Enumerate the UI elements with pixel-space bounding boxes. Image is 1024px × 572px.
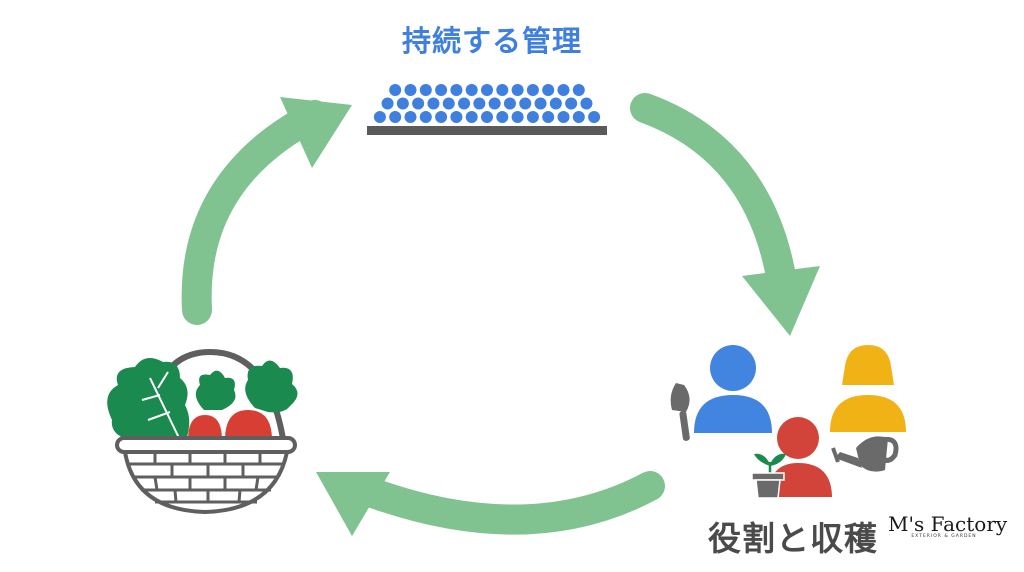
dot — [481, 111, 493, 123]
dot — [580, 97, 593, 110]
dot — [534, 97, 547, 110]
people-group-icon — [670, 345, 906, 499]
dot — [373, 111, 386, 123]
title-sustained-management: 持続する管理 — [401, 24, 582, 58]
dot — [427, 97, 440, 110]
dot — [496, 111, 509, 123]
dot — [542, 111, 555, 123]
dot — [450, 111, 463, 123]
dot — [519, 97, 532, 110]
dot — [419, 84, 432, 96]
logo-tagline: EXTERIOR & GARDEN — [911, 534, 977, 539]
dot — [412, 97, 425, 110]
dot — [404, 84, 417, 96]
arrow-management-to-roles — [630, 93, 820, 336]
arrow-roles-to-harvest — [316, 471, 665, 536]
dot — [435, 84, 448, 96]
radish-icon — [188, 370, 236, 440]
dot — [419, 111, 432, 123]
logo-name: M's Factory — [888, 512, 1008, 536]
dot — [572, 84, 585, 96]
dot — [588, 111, 601, 123]
dot — [450, 84, 463, 96]
dot — [389, 111, 402, 123]
dot — [572, 111, 585, 123]
person-red-icon — [765, 417, 835, 499]
dot — [396, 97, 409, 110]
dot — [465, 84, 478, 96]
seedling-pot-icon — [751, 453, 786, 499]
dot — [557, 111, 570, 123]
dot — [503, 97, 516, 110]
dot — [404, 111, 417, 123]
arrow-harvest-to-management — [181, 97, 352, 325]
person-yellow-icon — [830, 345, 906, 432]
dot — [511, 84, 524, 96]
radish-icon — [225, 360, 298, 440]
dots-stack-icon — [373, 84, 601, 123]
dot — [557, 84, 570, 96]
leafy-greens-icon — [107, 358, 190, 441]
dot — [526, 84, 539, 96]
dot — [565, 97, 578, 110]
base-bar — [367, 126, 607, 135]
dot — [481, 84, 493, 96]
trowel-icon — [670, 383, 690, 441]
dot — [473, 97, 486, 110]
brand-logo: M's Factory EXTERIOR & GARDEN — [888, 512, 1008, 539]
dot — [511, 111, 524, 123]
dot — [465, 111, 478, 123]
dot — [488, 97, 501, 110]
dot — [458, 97, 471, 110]
dot — [549, 97, 562, 110]
person-blue-icon — [694, 345, 772, 433]
vegetable-basket-icon — [107, 348, 298, 515]
dot — [435, 111, 448, 123]
watering-can-icon — [831, 436, 899, 472]
dot — [442, 97, 455, 110]
dot — [542, 84, 555, 96]
dot — [389, 84, 402, 96]
dot — [496, 84, 509, 96]
dot — [381, 97, 394, 110]
dot — [526, 111, 539, 123]
title-roles-and-harvest: 役割と収穫 — [708, 519, 878, 558]
